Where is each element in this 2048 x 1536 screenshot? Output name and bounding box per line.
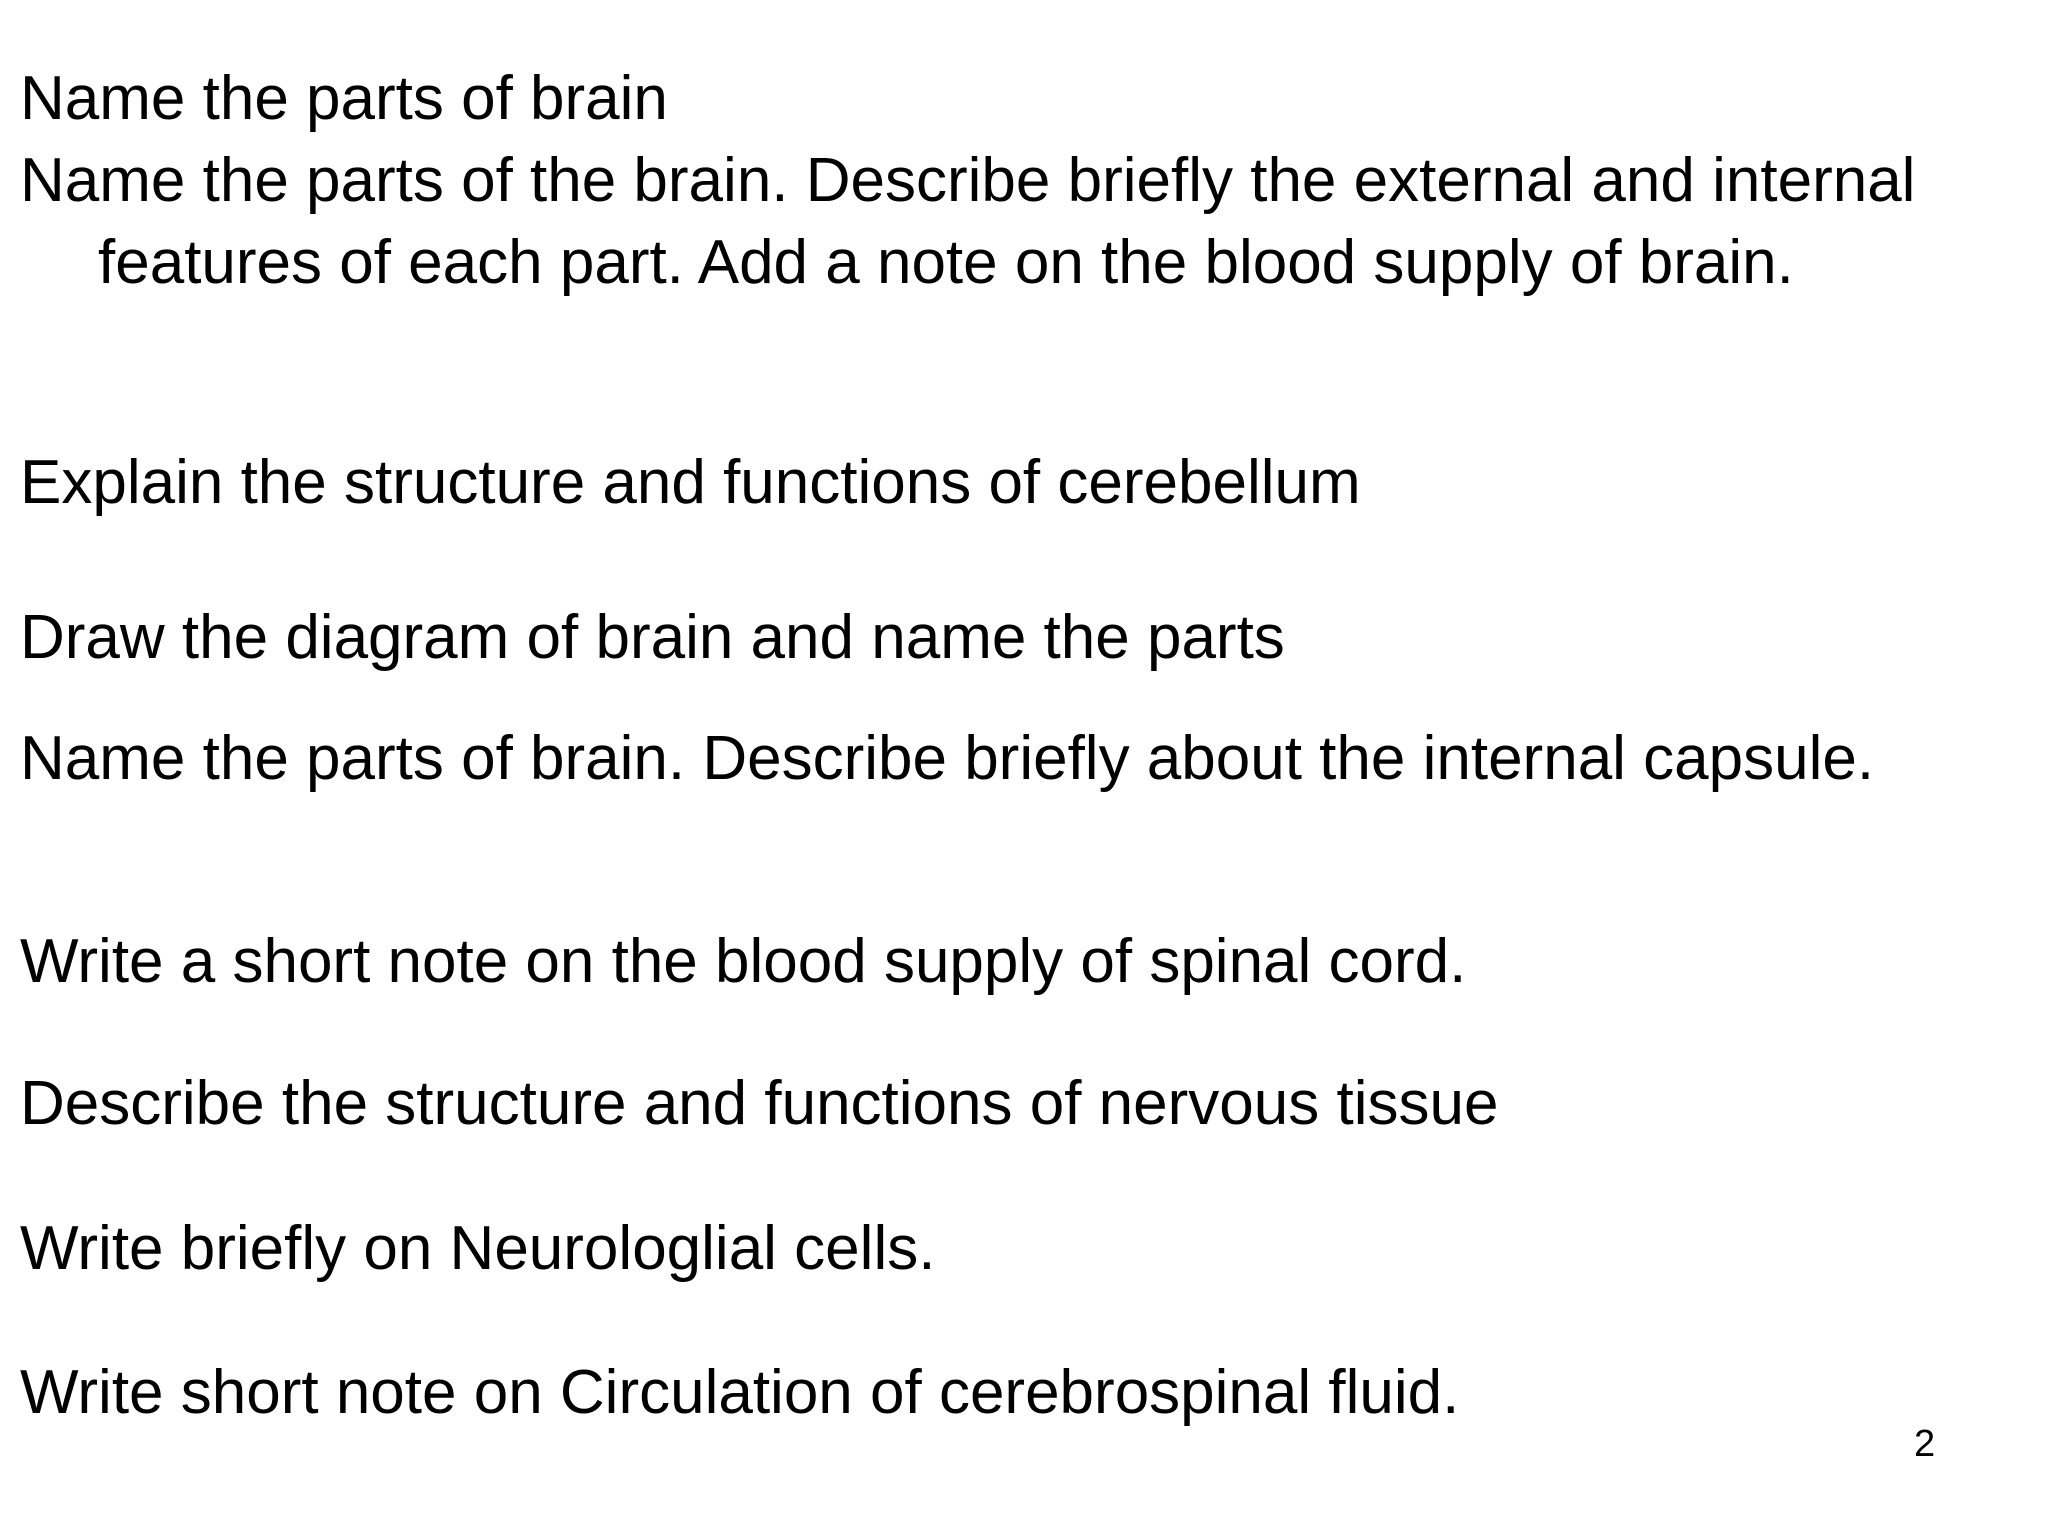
question-1: Name the parts of brain [20,64,668,133]
question-9: Write short note on Circulation of cereb… [20,1358,1460,1427]
question-8: Write briefly on Neurologlial cells. [20,1214,936,1283]
question-3: Explain the structure and functions of c… [20,448,1361,517]
page-number: 2 [1914,1423,1936,1465]
question-6: Write a short note on the blood supply o… [20,927,1467,996]
question-5: Name the parts of brain. Describe briefl… [20,724,1875,793]
question-7: Describe the structure and functions of … [20,1069,1499,1138]
question-4: Draw the diagram of brain and name the p… [20,603,1285,672]
question-2: Name the parts of the brain. Describe br… [20,146,1916,297]
